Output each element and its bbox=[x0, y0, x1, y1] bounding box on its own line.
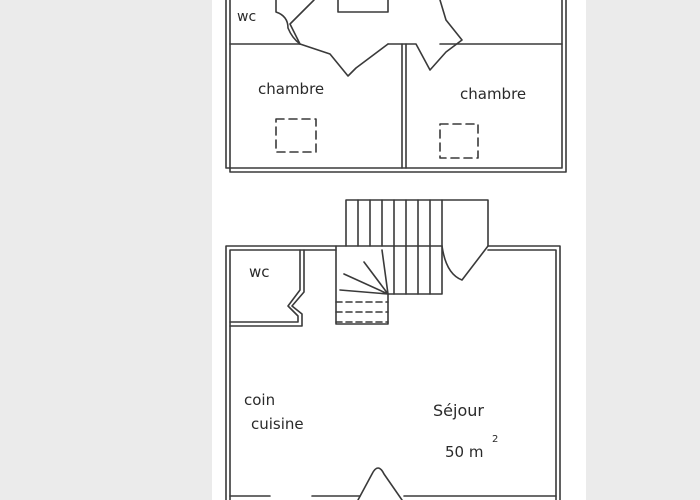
upper-floor-plan bbox=[225, 0, 567, 173]
living-room-area: 50 m bbox=[445, 443, 483, 461]
ground-wc-label: wc bbox=[249, 263, 270, 281]
kitchen-label-line2: cuisine bbox=[251, 415, 304, 433]
upper-left-skylight bbox=[275, 118, 317, 153]
kitchen-label-line1: coin bbox=[244, 391, 275, 409]
stair-dashed-treads bbox=[335, 301, 389, 323]
upper-outer-wall bbox=[225, 0, 563, 169]
entrance-door-swing bbox=[357, 467, 403, 500]
upper-right-door-swing bbox=[387, 0, 463, 71]
ground-wc-wall bbox=[229, 249, 301, 323]
ground-outer-wall bbox=[225, 245, 561, 500]
upper-bedroom-left-label: chambre bbox=[258, 80, 324, 98]
ground-wc-wall-inner bbox=[229, 249, 305, 327]
stair-winders bbox=[339, 249, 389, 295]
upper-landing-left bbox=[289, 0, 315, 45]
upper-stair-opening bbox=[337, 0, 389, 13]
upper-bedroom-right-label: chambre bbox=[460, 85, 526, 103]
living-room-area-exponent: 2 bbox=[492, 434, 498, 445]
ground-stair-door bbox=[441, 245, 489, 281]
upper-bedroom-divider bbox=[401, 43, 407, 169]
upper-wc-door bbox=[275, 0, 301, 45]
ground-floor-plan bbox=[225, 199, 561, 500]
upper-outer-wall-inner bbox=[229, 0, 567, 173]
living-room-label: Séjour bbox=[433, 401, 484, 420]
upper-left-door-swing bbox=[299, 43, 389, 77]
upper-wc-label: wc bbox=[237, 9, 256, 25]
stair-treads-upper bbox=[357, 199, 443, 247]
stair-treads-lower bbox=[393, 245, 431, 295]
upper-right-skylight bbox=[439, 123, 479, 159]
